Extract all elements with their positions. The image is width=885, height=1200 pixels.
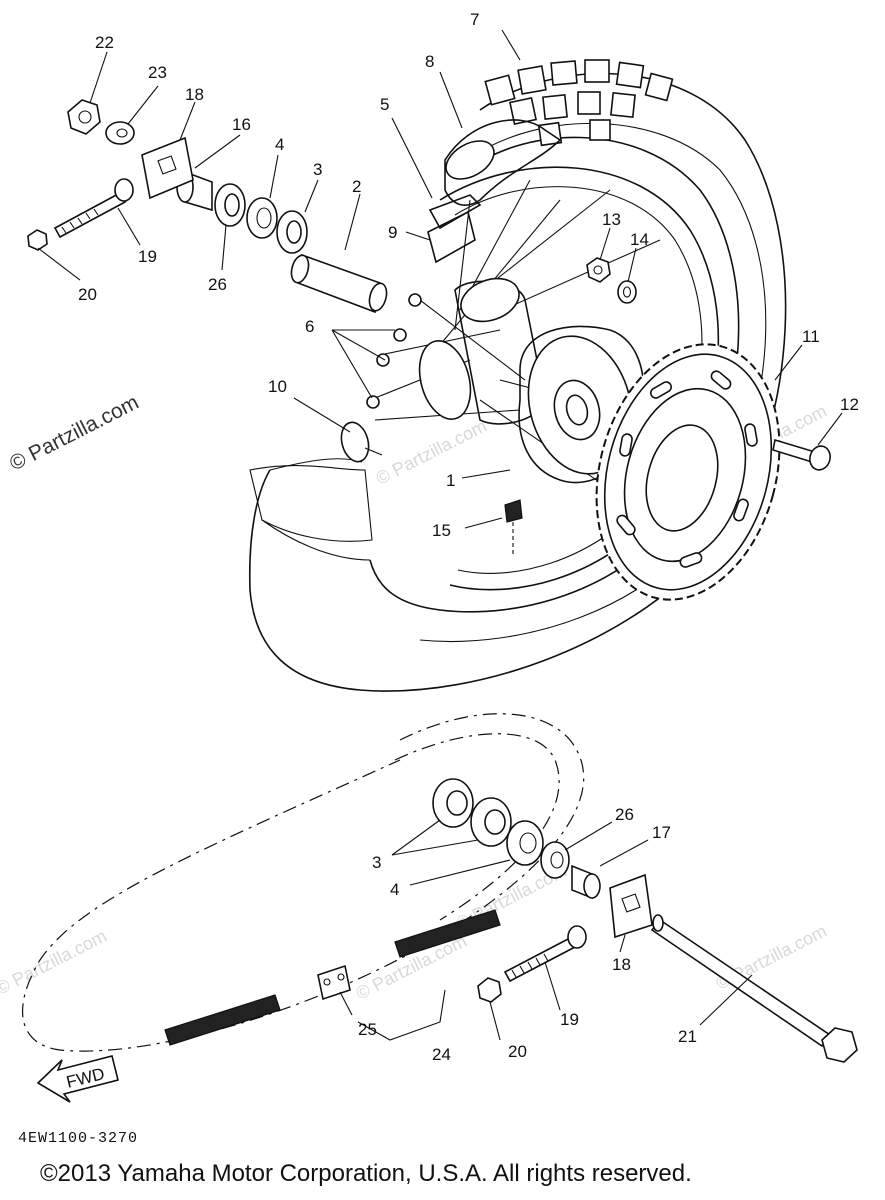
callout-numbers: 7 8 5 9 6 10 2 3 4 16 18 23 22 19 20 26 … [78,10,859,1064]
callout-15: 15 [432,521,451,540]
callout-24: 24 [432,1045,451,1064]
spoke-nipples [366,293,422,409]
chain-joint [317,964,351,1001]
callout-2: 2 [352,177,361,196]
rim-band [428,194,482,230]
bearing-26-top [214,183,246,227]
sprocket-washer [617,280,637,304]
callout-21: 21 [678,1027,697,1046]
leader-lines [37,29,843,1041]
bearing-3-bottom-b [470,797,512,847]
callout-3-top: 3 [313,160,322,179]
locknut-20-bottom [477,977,502,1003]
axle-21 [650,914,858,1063]
callout-10: 10 [268,377,287,396]
adjust-bolt-19-bottom [503,925,587,983]
sprocket-holes [616,370,758,568]
callout-18-bottom: 18 [612,955,631,974]
oil-seal-4-top [246,197,278,239]
chain-segment-upper [394,909,501,958]
sprocket-bolt [772,438,831,471]
callout-25: 25 [358,1020,377,1039]
callout-23: 23 [148,63,167,82]
adjust-bolt-19-top [53,178,134,239]
locknut-20-top [27,229,48,251]
inner-tube [444,119,562,206]
callout-12: 12 [840,395,859,414]
callout-26-bottom: 26 [615,805,634,824]
tire-tread-knobs [484,59,674,147]
washer-23 [105,121,135,145]
callout-11: 11 [802,327,820,346]
bearing-3-top [276,210,308,254]
callout-3-bottom: 3 [372,853,381,872]
callout-14: 14 [630,230,649,249]
callout-26-top: 26 [208,275,227,294]
copyright-notice: ©2013 Yamaha Motor Corporation, U.S.A. A… [40,1160,692,1187]
callout-13: 13 [602,210,621,229]
callout-1: 1 [446,471,455,490]
forward-arrow: FWD [36,1055,119,1103]
callout-16: 16 [232,115,251,134]
sprocket-nut [586,257,611,283]
callout-22: 22 [95,33,114,52]
diagram-code: 4EW1100-3270 [18,1130,139,1147]
oil-seal-4-bottom [506,820,544,866]
callout-7: 7 [470,10,479,29]
callout-19-bottom: 19 [560,1010,579,1029]
bearing-3-bottom-a [432,778,474,828]
rim-valve [340,421,383,463]
rear-sprocket [595,343,781,601]
bearing-26-bottom [540,841,570,879]
chain-segment-lower [164,994,281,1046]
axle-nut-22 [67,99,101,135]
callout-8: 8 [425,52,434,71]
callout-19-top: 19 [138,247,157,266]
hub [418,277,645,484]
svg-text:© Partzilla.com: © Partzilla.com [373,416,490,489]
callout-6: 6 [305,317,314,336]
callout-4-bottom: 4 [390,880,399,899]
axle-plate-18-top [141,136,194,200]
axle-collar-2 [290,253,388,314]
drive-chain-outline [22,713,585,1052]
callout-9: 9 [388,223,397,242]
callout-20-top: 20 [78,285,97,304]
svg-text:© Partzilla.com: © Partzilla.com [0,926,110,999]
callout-17: 17 [652,823,671,842]
axle-plate-18-bottom [609,873,653,939]
callout-18-top: 18 [185,85,204,104]
rim-lock [427,210,476,264]
callout-20-bottom: 20 [508,1042,527,1061]
callout-5: 5 [380,95,389,114]
valve-cap [504,499,523,556]
callout-4-top: 4 [275,135,284,154]
collar-17 [571,864,601,900]
